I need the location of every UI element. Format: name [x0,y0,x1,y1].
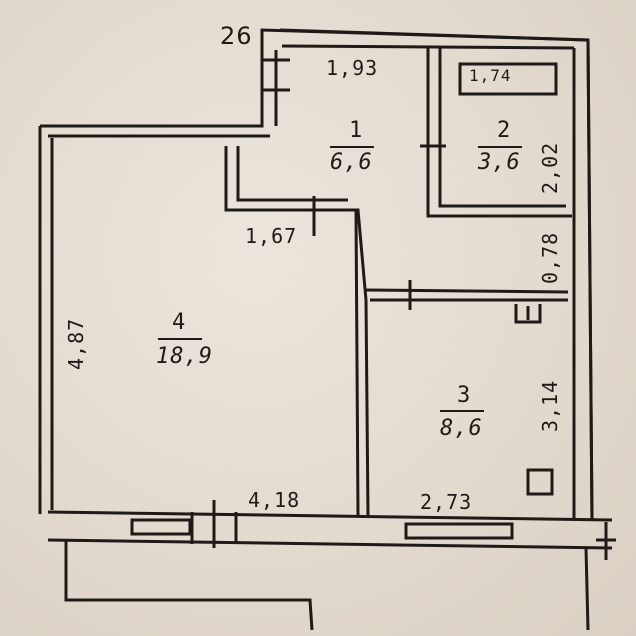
room-1-number: 1 [349,118,364,143]
room-2-number: 2 [497,118,512,143]
room-3-area: 8,6 [440,416,483,441]
dim-bath-depth: 2,02 [538,141,562,194]
bathtub [458,62,558,96]
room-2-divider [478,146,522,148]
room-1-divider [330,146,374,148]
window-right [404,522,514,540]
right-wall [572,39,594,521]
corridor-partition [224,146,368,301]
outer-wall [40,28,594,521]
dim-bath-width: 1,74 [469,66,512,85]
bottom-wall [47,510,613,550]
door-bottom [190,500,238,548]
balcony [64,540,590,631]
room3-left-wall [354,209,370,517]
left-wall [38,126,54,514]
dim-corridor-width: 1,93 [326,56,379,80]
door-tick [262,50,290,126]
room-4-divider [158,338,202,340]
room-2-area: 3,6 [478,150,521,175]
apartment-number: 26 [220,22,253,50]
dim-room3-depth: 3,14 [538,379,562,432]
sink-symbol [514,304,542,324]
right-tick [596,522,616,560]
top-right-wall [279,28,589,50]
stove-symbol [526,468,554,496]
dim-room3-width: 2,73 [420,490,473,514]
door-tick-2 [312,144,446,310]
room-1-area: 6,6 [330,150,373,175]
dim-room4-width: 4,18 [248,488,301,512]
dim-wall-gap: 0,78 [538,231,562,284]
bathroom-wall [426,46,572,218]
room-3-number: 3 [457,383,472,408]
room3-top-wall [365,288,569,302]
dim-passage-width: 1,67 [245,224,298,248]
window-left [130,518,192,536]
room-3-divider [440,410,484,412]
room-4-area: 18,9 [156,344,213,369]
dim-room4-depth: 4,87 [64,317,88,370]
room-4-number: 4 [172,310,187,335]
